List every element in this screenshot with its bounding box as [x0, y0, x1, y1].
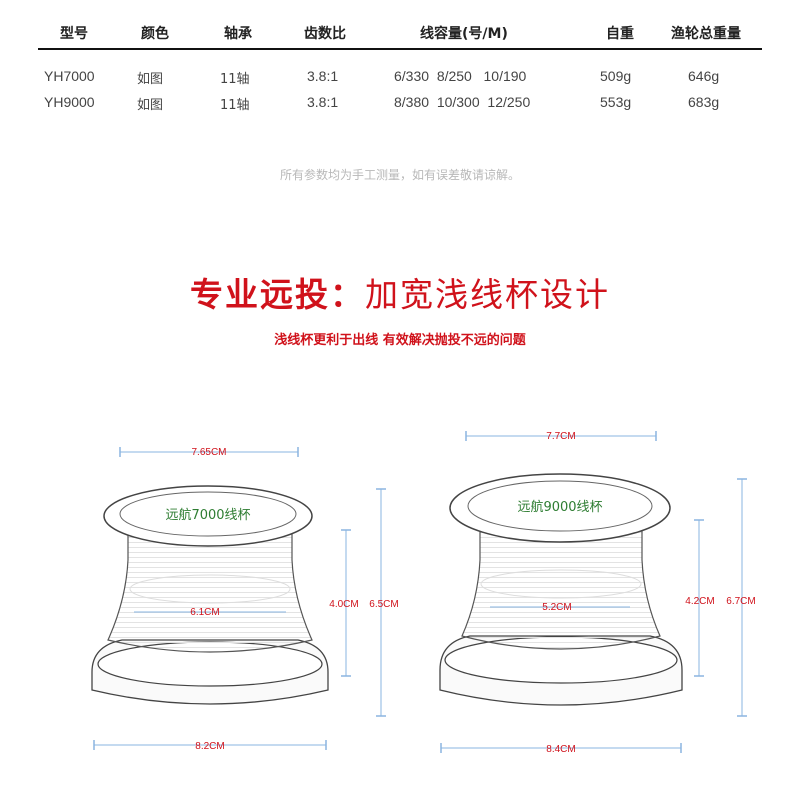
spool-9000: 远航9000线杯 7.7CM 5.2CM 4.2CM 6.7CM 8.4CM	[439, 431, 756, 755]
header-bearing: 轴承	[224, 26, 252, 42]
subline: 浅线杯更利于出线 有效解决抛投不远的问题	[274, 333, 526, 348]
dim-total-height: 6.7CM	[726, 596, 755, 607]
dim-body-height: 4.2CM	[685, 596, 714, 607]
spool-name-label: 远航7000线杯	[165, 507, 250, 523]
spec-table: 型号 颜色 轴承 齿数比 线容量(号/M) 自重 渔轮总重量 YH7000 如图…	[38, 18, 762, 116]
spool-name-label: 远航9000线杯	[517, 499, 602, 515]
spool-body	[107, 529, 313, 653]
spool-line-band	[129, 574, 291, 604]
cell-model: YH9000	[44, 94, 95, 110]
cell-total: 646g	[688, 68, 720, 84]
dim-core-width: 5.2CM	[542, 602, 571, 613]
dim-top-width: 7.65CM	[191, 447, 226, 458]
measurement-note: 所有参数均为手工测量，如有误差敬请谅解。	[279, 168, 520, 182]
spool-7000: 远航7000线杯 7.65CM 6.1CM 4.0CM 6.5CM 8.2CM	[91, 447, 399, 752]
spool-top-inner	[467, 480, 653, 532]
spool-body	[461, 525, 661, 650]
cell-model: YH7000	[44, 68, 95, 84]
header-weight: 自重	[606, 26, 634, 42]
table-row: YH9000 如图 11轴 3.8:1 8/380 10/300 12/250 …	[38, 90, 762, 116]
header-model: 型号	[60, 26, 88, 42]
cell-capacity: 8/380 10/300 12/250	[394, 94, 531, 110]
dim-body-height: 4.0CM	[329, 599, 358, 610]
cell-weight: 553g	[600, 94, 632, 110]
header-ratio: 齿数比	[304, 26, 346, 42]
dim-base-width: 8.2CM	[195, 741, 224, 752]
cell-ratio: 3.8:1	[307, 68, 339, 84]
table-row: YH7000 如图 11轴 3.8:1 6/330 8/250 10/190 5…	[38, 64, 762, 90]
dim-top-width: 7.7CM	[546, 431, 575, 442]
header-capacity: 线容量(号/M)	[420, 26, 508, 42]
cell-bearing: 11轴	[220, 98, 250, 113]
cell-color: 如图	[137, 72, 164, 87]
dim-core-width: 6.1CM	[190, 607, 219, 618]
header-color: 颜色	[141, 26, 169, 42]
cell-capacity: 6/330 8/250 10/190	[394, 68, 527, 84]
cell-weight: 509g	[600, 68, 632, 84]
headline: 专业远投：加宽浅线杯设计	[0, 268, 800, 316]
dim-total-height: 6.5CM	[369, 599, 398, 610]
dim-base-width: 8.4CM	[546, 744, 575, 755]
headline-thin: 加宽浅线杯设计	[365, 275, 610, 314]
table-header: 型号 颜色 轴承 齿数比 线容量(号/M) 自重 渔轮总重量	[38, 18, 762, 50]
headline-bold: 专业远投：	[190, 275, 365, 314]
cell-total: 683g	[688, 94, 720, 110]
header-total: 渔轮总重量	[671, 26, 741, 42]
cell-color: 如图	[137, 98, 164, 113]
spool-top-inner	[119, 491, 297, 537]
cell-ratio: 3.8:1	[307, 94, 339, 110]
spool-line-band	[480, 569, 642, 599]
cell-bearing: 11轴	[220, 72, 250, 87]
